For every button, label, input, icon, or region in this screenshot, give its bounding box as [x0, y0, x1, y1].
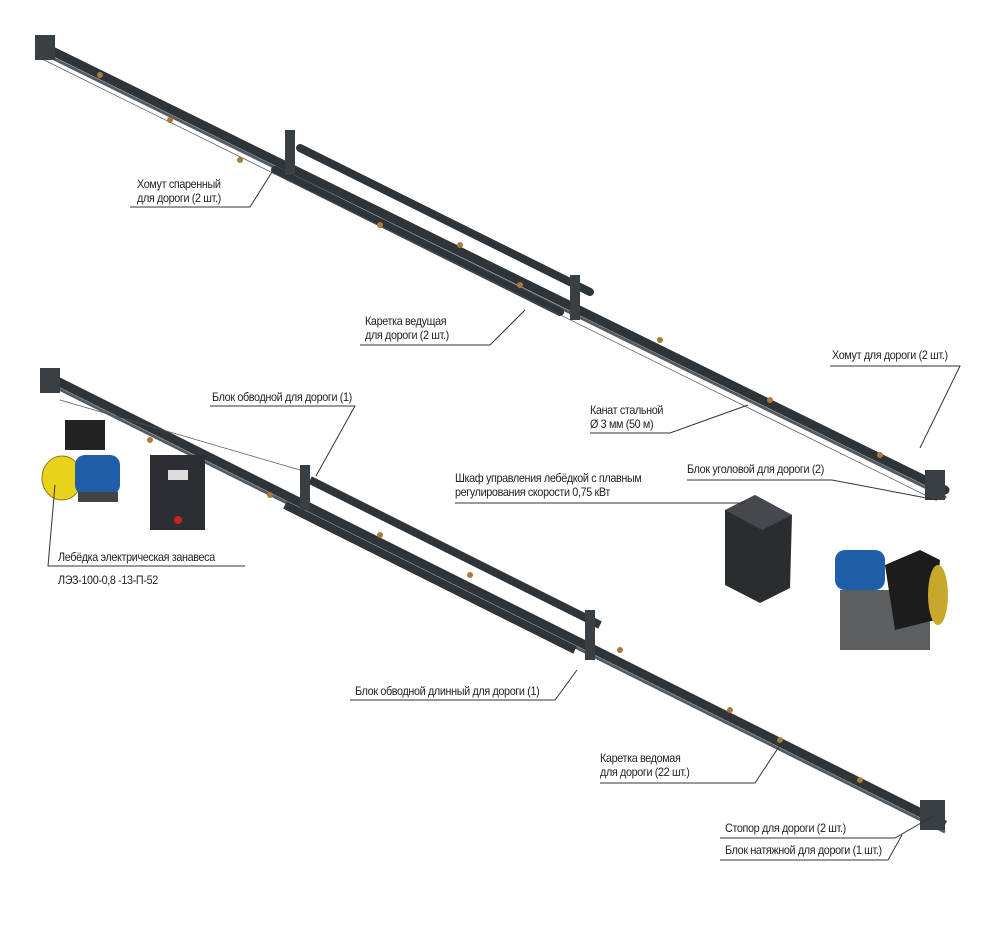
carriages	[97, 72, 883, 783]
label-corner-block: Блок уголовой для дороги (2)	[687, 462, 824, 476]
winch-right	[835, 550, 948, 650]
label-stopper: Стопор для дороги (2 шт.)	[725, 821, 846, 835]
label-tension-block: Блок натяжной для дороги (1 шт.)	[725, 843, 882, 857]
clamps	[35, 35, 945, 830]
label-clamp: Хомут для дороги (2 шт.)	[832, 348, 948, 362]
leader-lines	[47, 171, 961, 861]
label-bypass-block-long: Блок обводной длинный для дороги (1)	[355, 684, 540, 698]
lower-track	[42, 370, 948, 834]
label-winch-model: ЛЭЗ-100-0,8 -13-П-52	[58, 573, 158, 587]
label-bypass-block: Блок обводной для дороги (1)	[212, 390, 352, 404]
label-winch: Лебёдка электрическая занавеса	[58, 550, 215, 564]
upper-track	[35, 40, 950, 501]
control-cabinet-small	[150, 455, 205, 530]
control-cabinet	[725, 495, 792, 603]
winch-left	[41, 420, 120, 502]
